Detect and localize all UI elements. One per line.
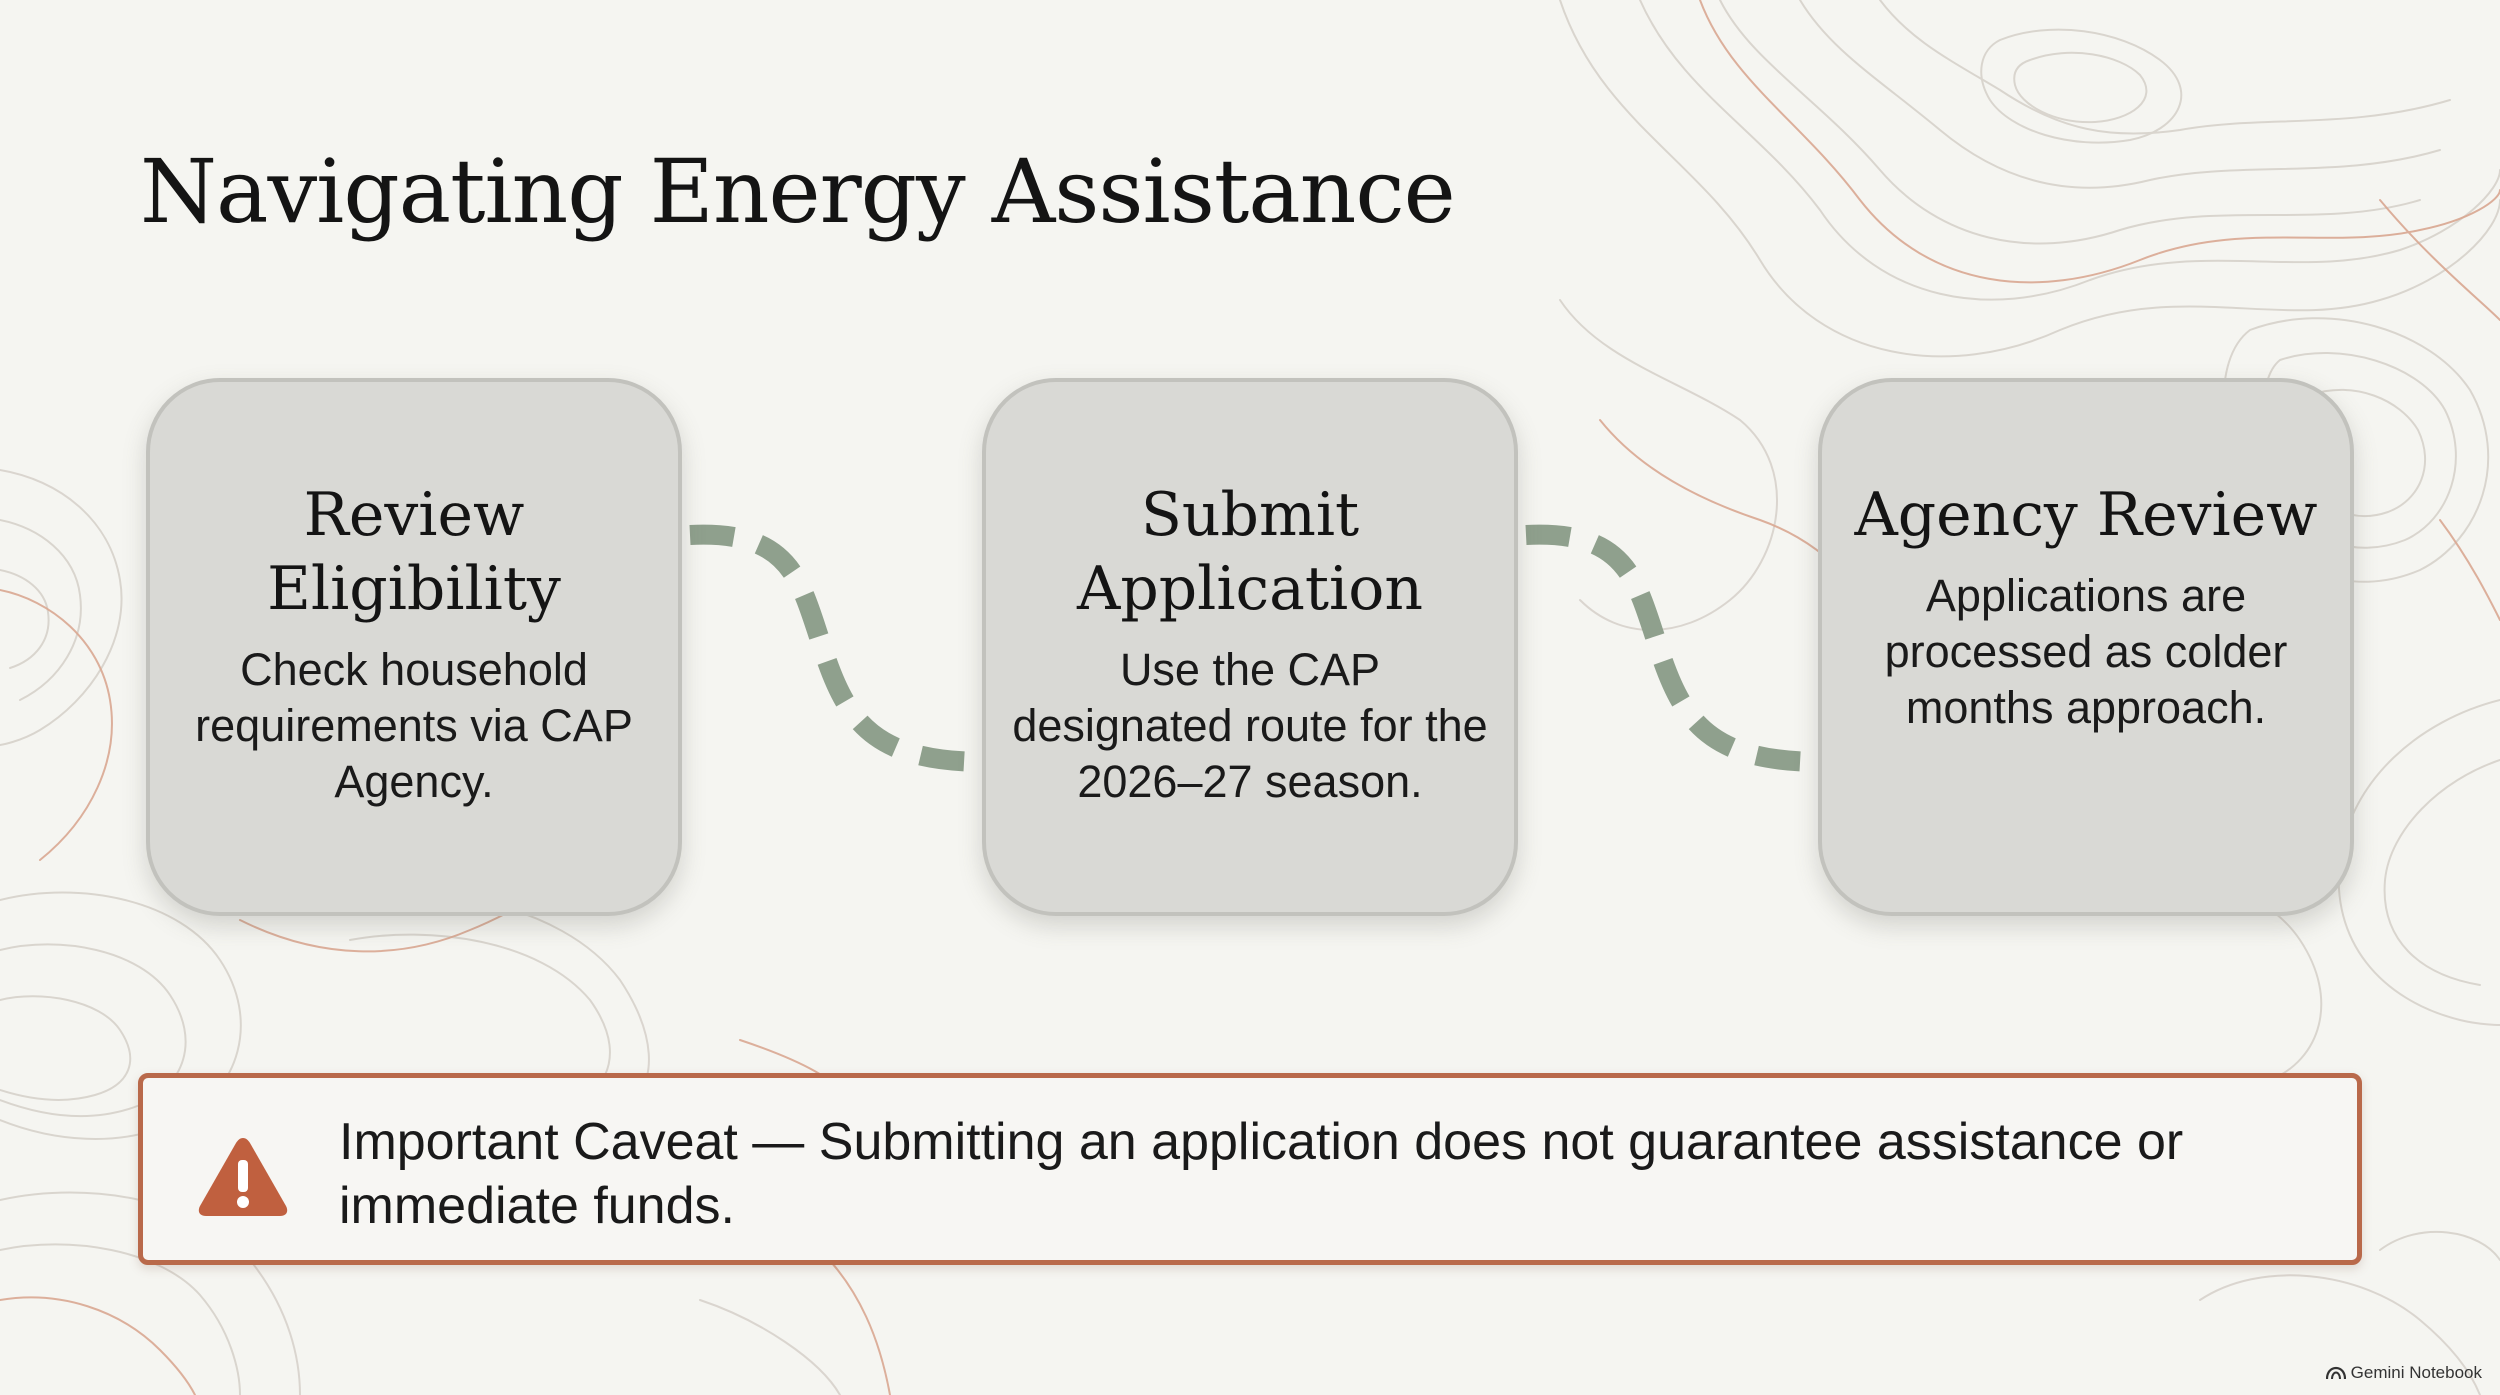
step-description: Use the CAP designated route for the 202… [1012, 644, 1488, 807]
step-card-agency-review: Agency Review Applications are processed… [1818, 378, 2354, 916]
caveat-text: Important Caveat — Submitting an applica… [339, 1113, 2184, 1235]
step-title: Agency Review [1854, 480, 2318, 550]
branding: Gemini Notebook [2325, 1363, 2482, 1383]
warning-icon [198, 1138, 288, 1216]
connector-step2-step3 [1525, 524, 1817, 772]
step-description: Check household requirements via CAP Age… [195, 644, 633, 807]
branding-label: Gemini Notebook [2350, 1363, 2482, 1382]
step-card-review-eligibility: Review Eligibility Check household requi… [146, 378, 682, 916]
notebook-logo-icon [2325, 1366, 2346, 1380]
step-card-submit-application: Submit Application Use the CAP designate… [982, 378, 1518, 916]
slide-title: Navigating Energy Assistance [140, 140, 1456, 243]
step-description: Applications are processed as colder mon… [1884, 570, 2288, 733]
step-title: Submit Application [1077, 480, 1423, 624]
step-title: Review Eligibility [267, 480, 561, 624]
connector-step1-step2 [689, 524, 981, 772]
caveat-box: Important Caveat — Submitting an applica… [138, 1073, 2362, 1265]
